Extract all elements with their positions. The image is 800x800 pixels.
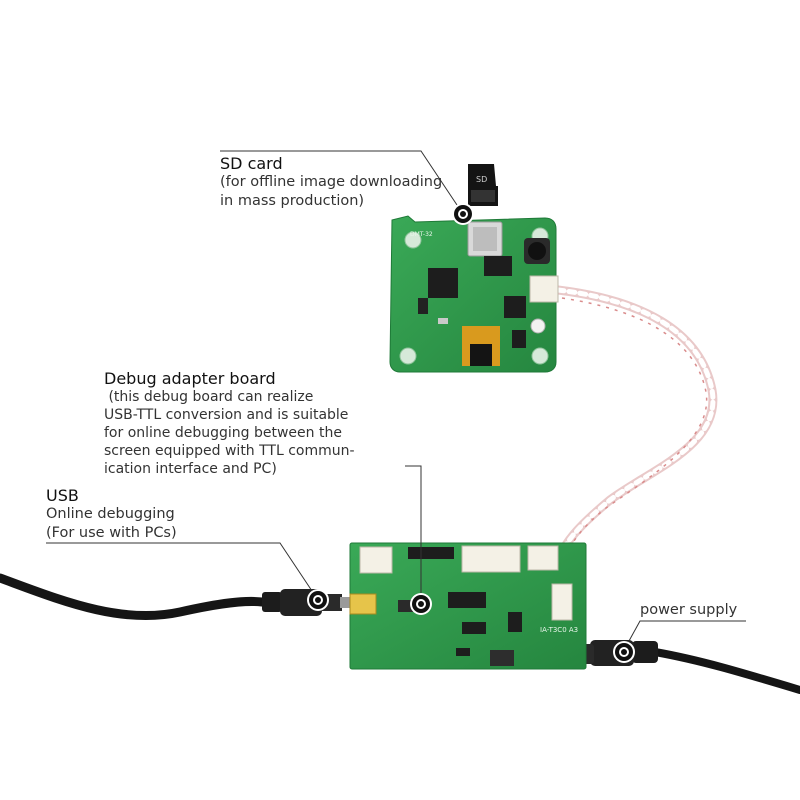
debug-board-mark: IA-T3C0 A3 [540,626,578,634]
power-callout: power supply [640,601,737,620]
sd-card-mark: SD [476,175,487,184]
sd-card: SD [468,164,498,206]
usb-title: USB [46,486,79,505]
usb-callout: USB Online debugging (For use with PCs) [46,486,177,543]
leader-lines [46,150,746,651]
usb-marker [307,589,329,611]
sd-card-desc-line: in mass production) [220,193,365,209]
usb-desc-line: (For use with PCs) [46,525,177,541]
usb-desc-line: Online debugging [46,506,175,522]
sd-card-title: SD card [220,154,283,173]
usb-cable [0,573,352,621]
debug-board-leader [405,465,422,604]
debug-board-title: Debug adapter board [104,369,276,388]
lcd-board: DMT-32 [389,215,559,373]
usb-leader [46,542,319,601]
sd-card-leader [220,150,464,215]
lcd-board-mark: DMT-32 [410,231,433,238]
sd-card-desc-line: (for offline image downloading [220,174,443,190]
sd-card-marker [452,203,474,225]
debug-board-desc-line: USB-TTL conversion and is suitable [104,407,349,423]
debug-board-marker [410,593,432,615]
callout-markers [307,203,635,663]
power-leader [623,620,746,651]
debug-board-callout: Debug adapter board (this debug board ca… [104,369,355,478]
power-title: power supply [640,602,738,618]
debug-board-desc-line: for online debugging between the [104,425,342,441]
sd-card-callout: SD card (for offline image downloading i… [220,154,442,211]
debug-board-desc-line: (this debug board can realize [104,389,314,405]
debug-adapter-board: IA-T3C0 A3 [349,542,587,670]
debug-board-desc-line: screen equipped with TTL commun- [104,443,355,459]
power-marker [613,641,635,663]
debug-board-desc-line: ication interface and PC) [104,461,277,477]
ribbon-cable [551,285,718,579]
